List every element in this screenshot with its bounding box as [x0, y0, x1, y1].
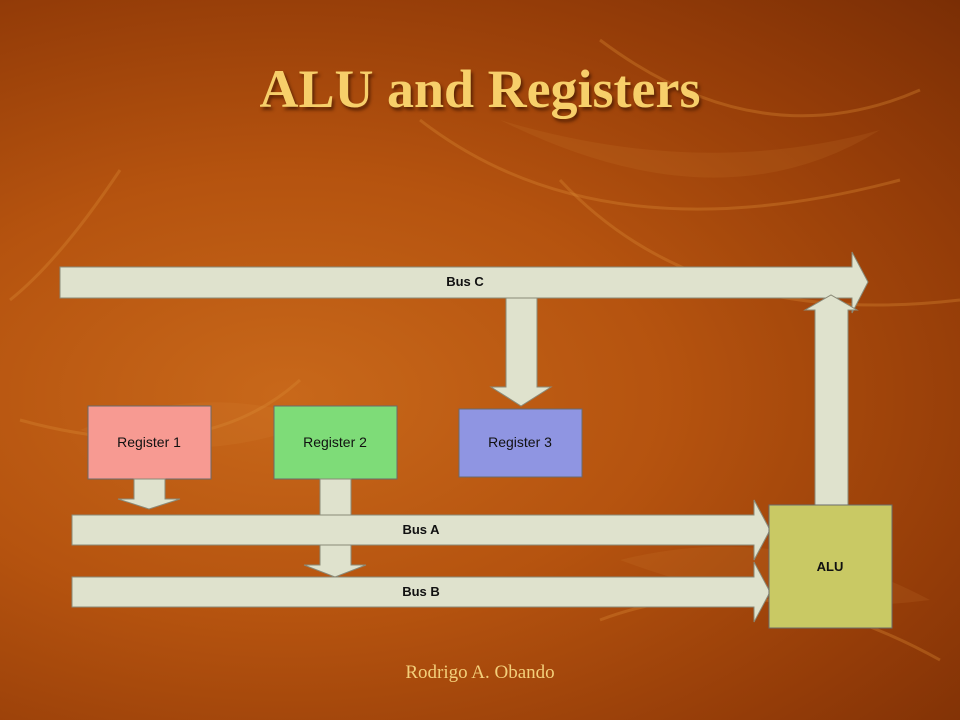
register-3-label: Register 3: [488, 434, 552, 450]
register-2-label: Register 2: [303, 434, 367, 450]
bus-b-label: Bus B: [402, 584, 440, 599]
register-3: Register 3: [458, 408, 583, 478]
register-1-to-bus-a-arrow: [117, 478, 181, 510]
register-2: Register 2: [273, 405, 398, 480]
slide-footer: Rodrigo A. Obando: [405, 662, 555, 683]
alu: ALU: [768, 504, 893, 629]
bus-a-overlay: [71, 499, 771, 561]
alu-label: ALU: [817, 559, 844, 574]
register-1: Register 1: [87, 405, 212, 480]
alu-to-bus-c-arrow: [803, 294, 859, 509]
bus-c: Bus C: [59, 251, 869, 314]
register-1-label: Register 1: [117, 434, 181, 450]
bus-b: Bus B: [71, 561, 771, 623]
bus-c-to-register-3-arrow: [489, 297, 553, 407]
slide-title: ALU and Registers: [259, 59, 701, 119]
bus-a-label-overlay: Bus A: [402, 522, 440, 537]
bus-c-label: Bus C: [446, 274, 484, 289]
